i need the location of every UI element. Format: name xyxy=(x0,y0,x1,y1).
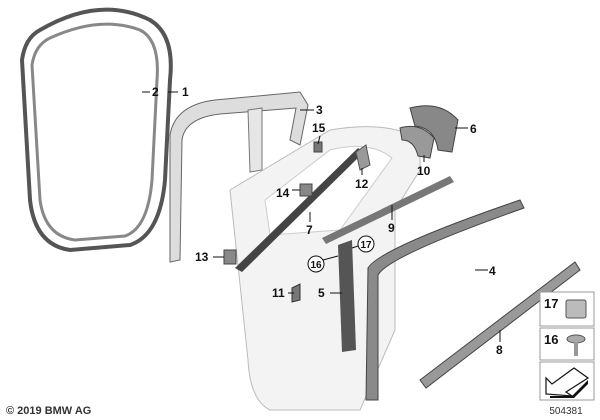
bracket-11 xyxy=(291,283,301,303)
pillar-cover-5 xyxy=(338,240,356,352)
callout-6: 6 xyxy=(470,122,477,136)
callout-15: 15 xyxy=(312,121,326,135)
callout-12: 12 xyxy=(355,177,369,191)
door-seal-outer xyxy=(19,7,173,253)
clip-nut-icon xyxy=(565,299,587,319)
window-channel-strip xyxy=(235,148,364,272)
callout-5: 5 xyxy=(318,286,325,300)
callout-17: 17 xyxy=(360,240,372,251)
pillar-trim-12 xyxy=(355,144,371,171)
window-channel-4 xyxy=(365,199,525,401)
door-seal-inner xyxy=(30,22,159,242)
callout-16-circle xyxy=(307,255,325,273)
legend-box-16 xyxy=(539,327,595,361)
legend-label-17: 17 xyxy=(544,296,558,311)
callout-3: 3 xyxy=(316,103,323,117)
arrow-shadow xyxy=(550,380,588,398)
callout-8: 8 xyxy=(496,343,503,357)
callout-14: 14 xyxy=(276,186,290,200)
legend-label-16: 16 xyxy=(544,332,558,347)
window-frame-trim xyxy=(169,91,309,263)
callout-1: 1 xyxy=(182,85,189,99)
callout-10: 10 xyxy=(417,164,431,178)
corner-trim-6 xyxy=(409,105,459,153)
callout-4: 4 xyxy=(489,264,496,278)
screw-icon xyxy=(566,334,586,356)
belt-molding-9 xyxy=(322,176,454,244)
clip-13 xyxy=(223,249,237,265)
direction-arrow-icon xyxy=(545,367,590,397)
copyright: © 2019 BMW AG xyxy=(6,405,91,417)
callout-11: 11 xyxy=(272,286,285,300)
callout-13: 13 xyxy=(195,250,209,264)
leader-lines xyxy=(142,91,501,342)
clip-14 xyxy=(299,183,313,197)
frame-pillar xyxy=(247,107,263,173)
callout-7: 7 xyxy=(306,223,313,237)
callout-16: 16 xyxy=(310,260,322,271)
callout-2: 2 xyxy=(152,85,159,99)
diagram-number: 504381 xyxy=(549,406,583,417)
callout-9: 9 xyxy=(388,221,395,235)
legend-panel: 17 16 xyxy=(539,291,595,401)
callout-17-circle xyxy=(357,235,375,253)
